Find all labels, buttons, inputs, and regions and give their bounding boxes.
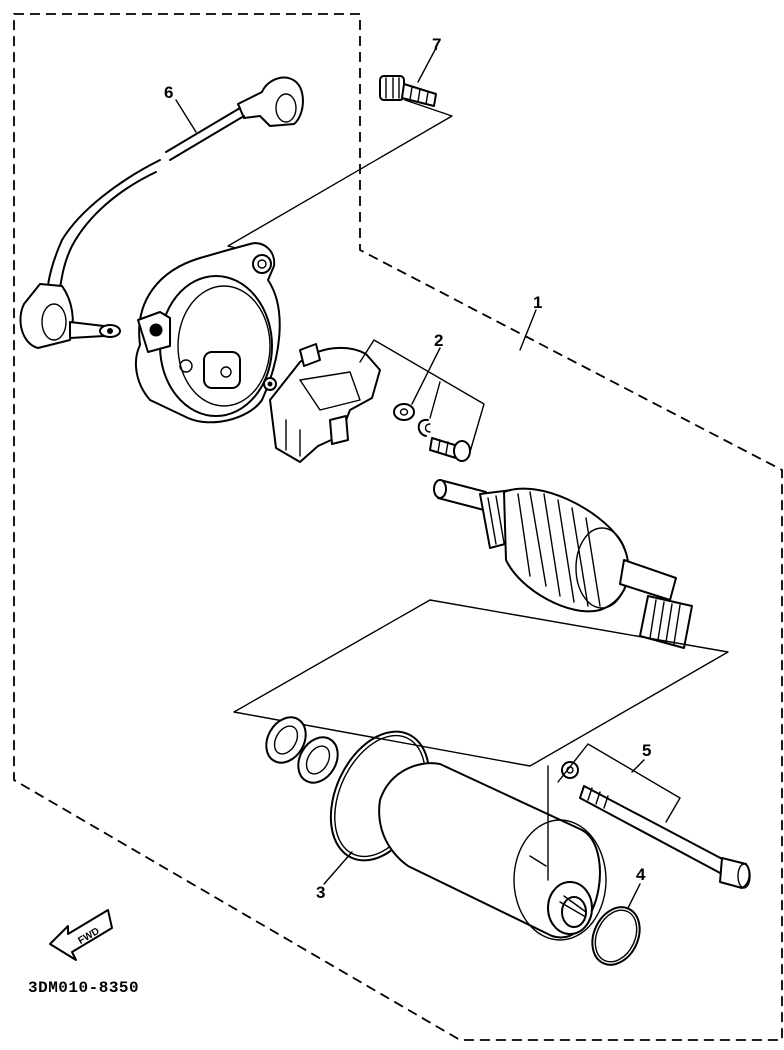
seal-rings [265,716,339,784]
part-6-lead-wire [19,76,304,349]
callout-6: 6 [164,83,173,102]
part-4-leader [627,883,641,909]
part-2-leader-b [429,381,441,419]
brush-holder-assembly [263,343,381,463]
armature [433,479,693,649]
drawing-code: 3DM010-8350 [28,979,139,997]
part-2-leader [411,347,441,405]
part-7-leader [417,47,437,83]
callout-5: 5 [642,741,651,760]
part-6-leader [175,99,197,133]
rear-cover [134,242,281,424]
part-5-bolt [561,761,751,889]
starter-yoke [378,762,607,941]
callout-7: 7 [432,35,441,54]
callout-3: 3 [316,883,325,902]
callout-4: 4 [636,865,646,884]
part-4-o-ring [591,906,641,966]
assembly-boundary [13,13,783,1041]
part-1-bracket-upper [359,339,485,453]
part-5-leader [631,759,645,773]
part-7-screw [379,75,437,107]
part-1-leader [519,309,537,351]
part-5-bracket [557,743,681,823]
callout-1: 1 [533,293,542,312]
seal-group-bracket [233,599,729,767]
part-3-leader [323,851,353,885]
part-2-fasteners [393,403,471,462]
callout-2: 2 [434,331,443,350]
part-7-bracket [227,99,453,257]
fwd-arrow-icon: FWD [49,909,113,961]
